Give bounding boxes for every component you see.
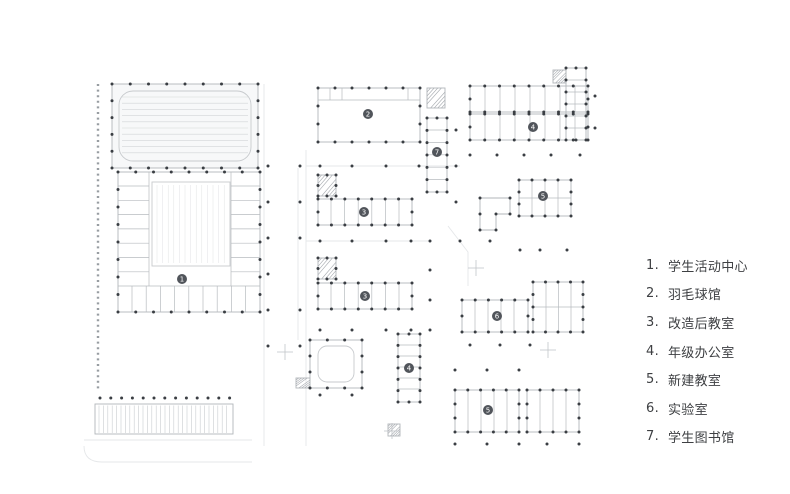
svg-text:6: 6 — [495, 313, 500, 321]
plan-marker-4b: 4 — [404, 363, 414, 373]
legend: 1. 学生活动中心 2. 羽毛球馆 3. 改造后教室 4. 年级办公室 5. 新… — [646, 251, 748, 451]
plan-marker-3a: 3 — [359, 207, 369, 217]
fine-lines — [98, 69, 567, 439]
plan-marker-5a: 5 — [538, 191, 548, 201]
svg-text:4: 4 — [531, 124, 536, 132]
plan-marker-3b: 3 — [360, 291, 370, 301]
legend-label: 年级办公室 — [668, 345, 735, 361]
legend-label: 改造后教室 — [668, 316, 735, 332]
plan-marker-1: 1 — [177, 274, 187, 284]
building-new-classroom-b — [454, 389, 520, 433]
svg-text:7: 7 — [435, 149, 439, 157]
partition-lines — [118, 79, 586, 432]
legend-number: 3. — [646, 314, 660, 330]
legend-label: 学生图书馆 — [668, 431, 735, 447]
legend-number: 6. — [646, 400, 660, 416]
legend-label: 学生活动中心 — [668, 259, 748, 275]
plan-marker-2: 2 — [363, 109, 373, 119]
legend-number: 2. — [646, 286, 660, 302]
svg-text:3: 3 — [362, 209, 366, 217]
column-dots — [98, 66, 597, 446]
legend-item-7: 7. 学生图书馆 — [646, 423, 748, 452]
building-hall-roof — [111, 83, 259, 169]
svg-text:1: 1 — [180, 276, 184, 284]
legend-label: 实验室 — [668, 402, 708, 418]
legend-number: 1. — [646, 257, 660, 273]
plan-marker-4a: 4 — [528, 122, 538, 132]
legend-item-5: 5. 新建教室 — [646, 365, 748, 394]
svg-text:3: 3 — [363, 293, 367, 301]
legend-label: 新建教室 — [668, 374, 722, 390]
bike-shed — [94, 403, 234, 435]
svg-text:5: 5 — [541, 193, 545, 201]
building-outlines — [94, 67, 589, 437]
svg-text:5: 5 — [486, 407, 490, 415]
plan-markers: 1 2 3 3 7 4 5 6 4 5 — [177, 109, 548, 415]
legend-item-2: 2. 羽毛球馆 — [646, 280, 748, 309]
legend-number: 4. — [646, 343, 660, 359]
svg-text:4: 4 — [407, 365, 412, 373]
legend-item-3: 3. 改造后教室 — [646, 308, 748, 337]
legend-label: 羽毛球馆 — [668, 288, 722, 304]
svg-text:2: 2 — [366, 111, 370, 119]
legend-item-1: 1. 学生活动中心 — [646, 251, 748, 280]
courtyard — [151, 181, 231, 267]
legend-item-6: 6. 实验室 — [646, 394, 748, 423]
plan-marker-5b: 5 — [483, 405, 493, 415]
legend-item-4: 4. 年级办公室 — [646, 337, 748, 366]
legend-number: 7. — [646, 429, 660, 445]
ground-paths — [83, 84, 469, 463]
legend-number: 5. — [646, 372, 660, 388]
plan-marker-6: 6 — [492, 311, 502, 321]
plan-marker-7: 7 — [432, 147, 442, 157]
